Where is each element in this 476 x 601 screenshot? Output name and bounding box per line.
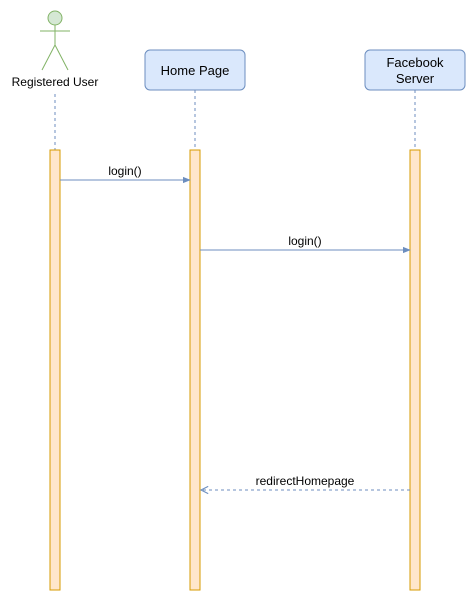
participant-label-line2: Server <box>396 71 435 86</box>
actor-label: Registered User <box>12 75 99 89</box>
participant-home-page: Home Page <box>144 49 246 91</box>
message-label: login() <box>288 234 321 248</box>
actor-head <box>47 10 63 26</box>
actor-registered-user: Registered User <box>12 10 99 89</box>
message-label: login() <box>108 164 141 178</box>
actor-left-leg <box>41 44 56 71</box>
participant-label: Home Page <box>161 63 230 78</box>
participant-label-line1: Facebook <box>386 55 444 70</box>
message-label: redirectHomepage <box>256 474 355 488</box>
activation-home-page <box>189 149 201 591</box>
activation-facebook-server <box>409 149 421 591</box>
activation-registered-user <box>49 149 61 591</box>
message-login-user-to-home: login() <box>60 164 191 184</box>
message-redirect-homepage: redirectHomepage <box>201 474 410 490</box>
participant-facebook-server: Facebook Server <box>364 49 466 91</box>
actor-right-leg <box>54 44 69 71</box>
message-login-home-to-facebook: login() <box>200 234 411 254</box>
